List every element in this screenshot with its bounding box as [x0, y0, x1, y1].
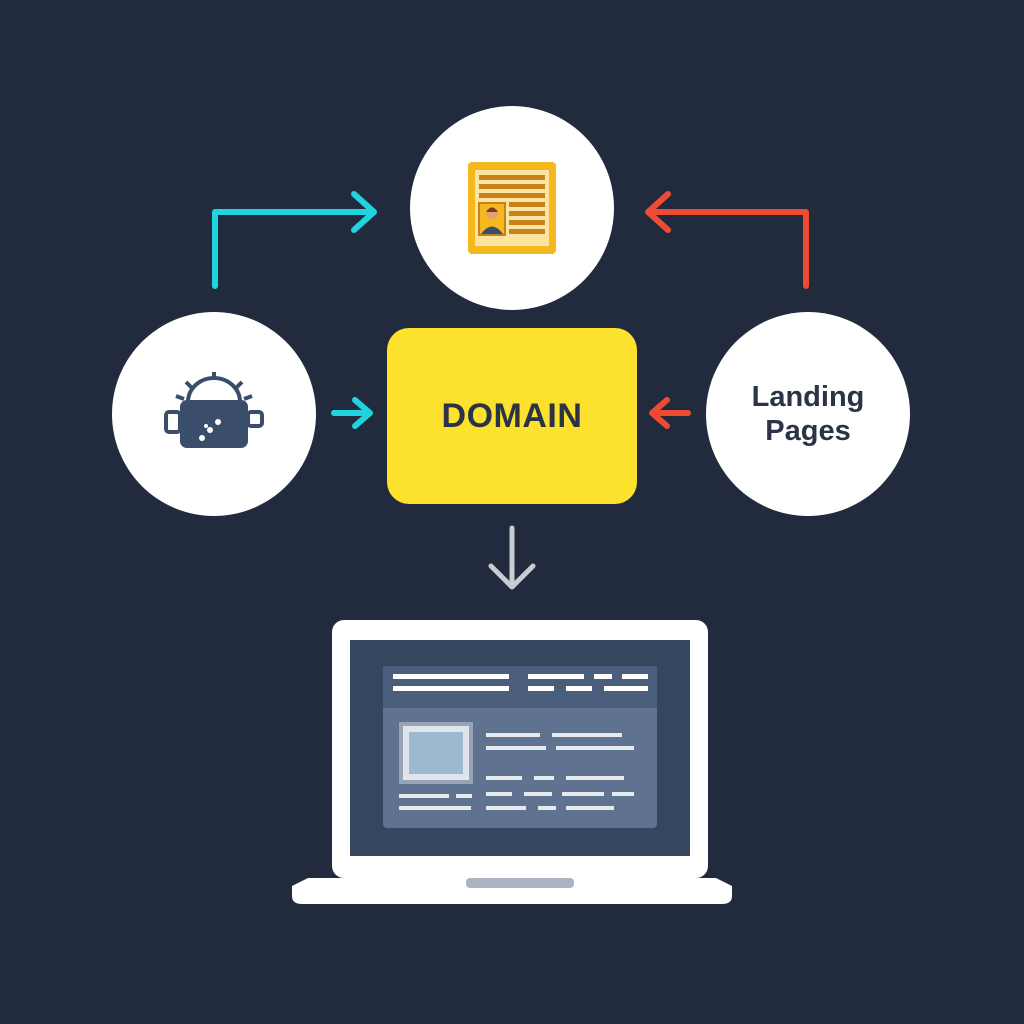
- domain-to-laptop-arrow: [488, 525, 536, 590]
- device-node: [112, 312, 316, 516]
- domain-box: DOMAIN: [387, 328, 637, 504]
- left-to-top-arrow: [212, 191, 377, 289]
- landing-pages-label: Landing Pages: [751, 381, 865, 447]
- profile-document-icon: [468, 162, 556, 254]
- right-to-domain-arrow: [649, 397, 691, 429]
- right-to-top-arrow: [645, 191, 809, 289]
- connected-device-icon: [164, 372, 264, 448]
- profile-node: [410, 106, 614, 310]
- left-to-domain-arrow: [331, 397, 373, 429]
- landing-pages-node: Landing Pages: [706, 312, 910, 516]
- domain-label: DOMAIN: [441, 396, 583, 435]
